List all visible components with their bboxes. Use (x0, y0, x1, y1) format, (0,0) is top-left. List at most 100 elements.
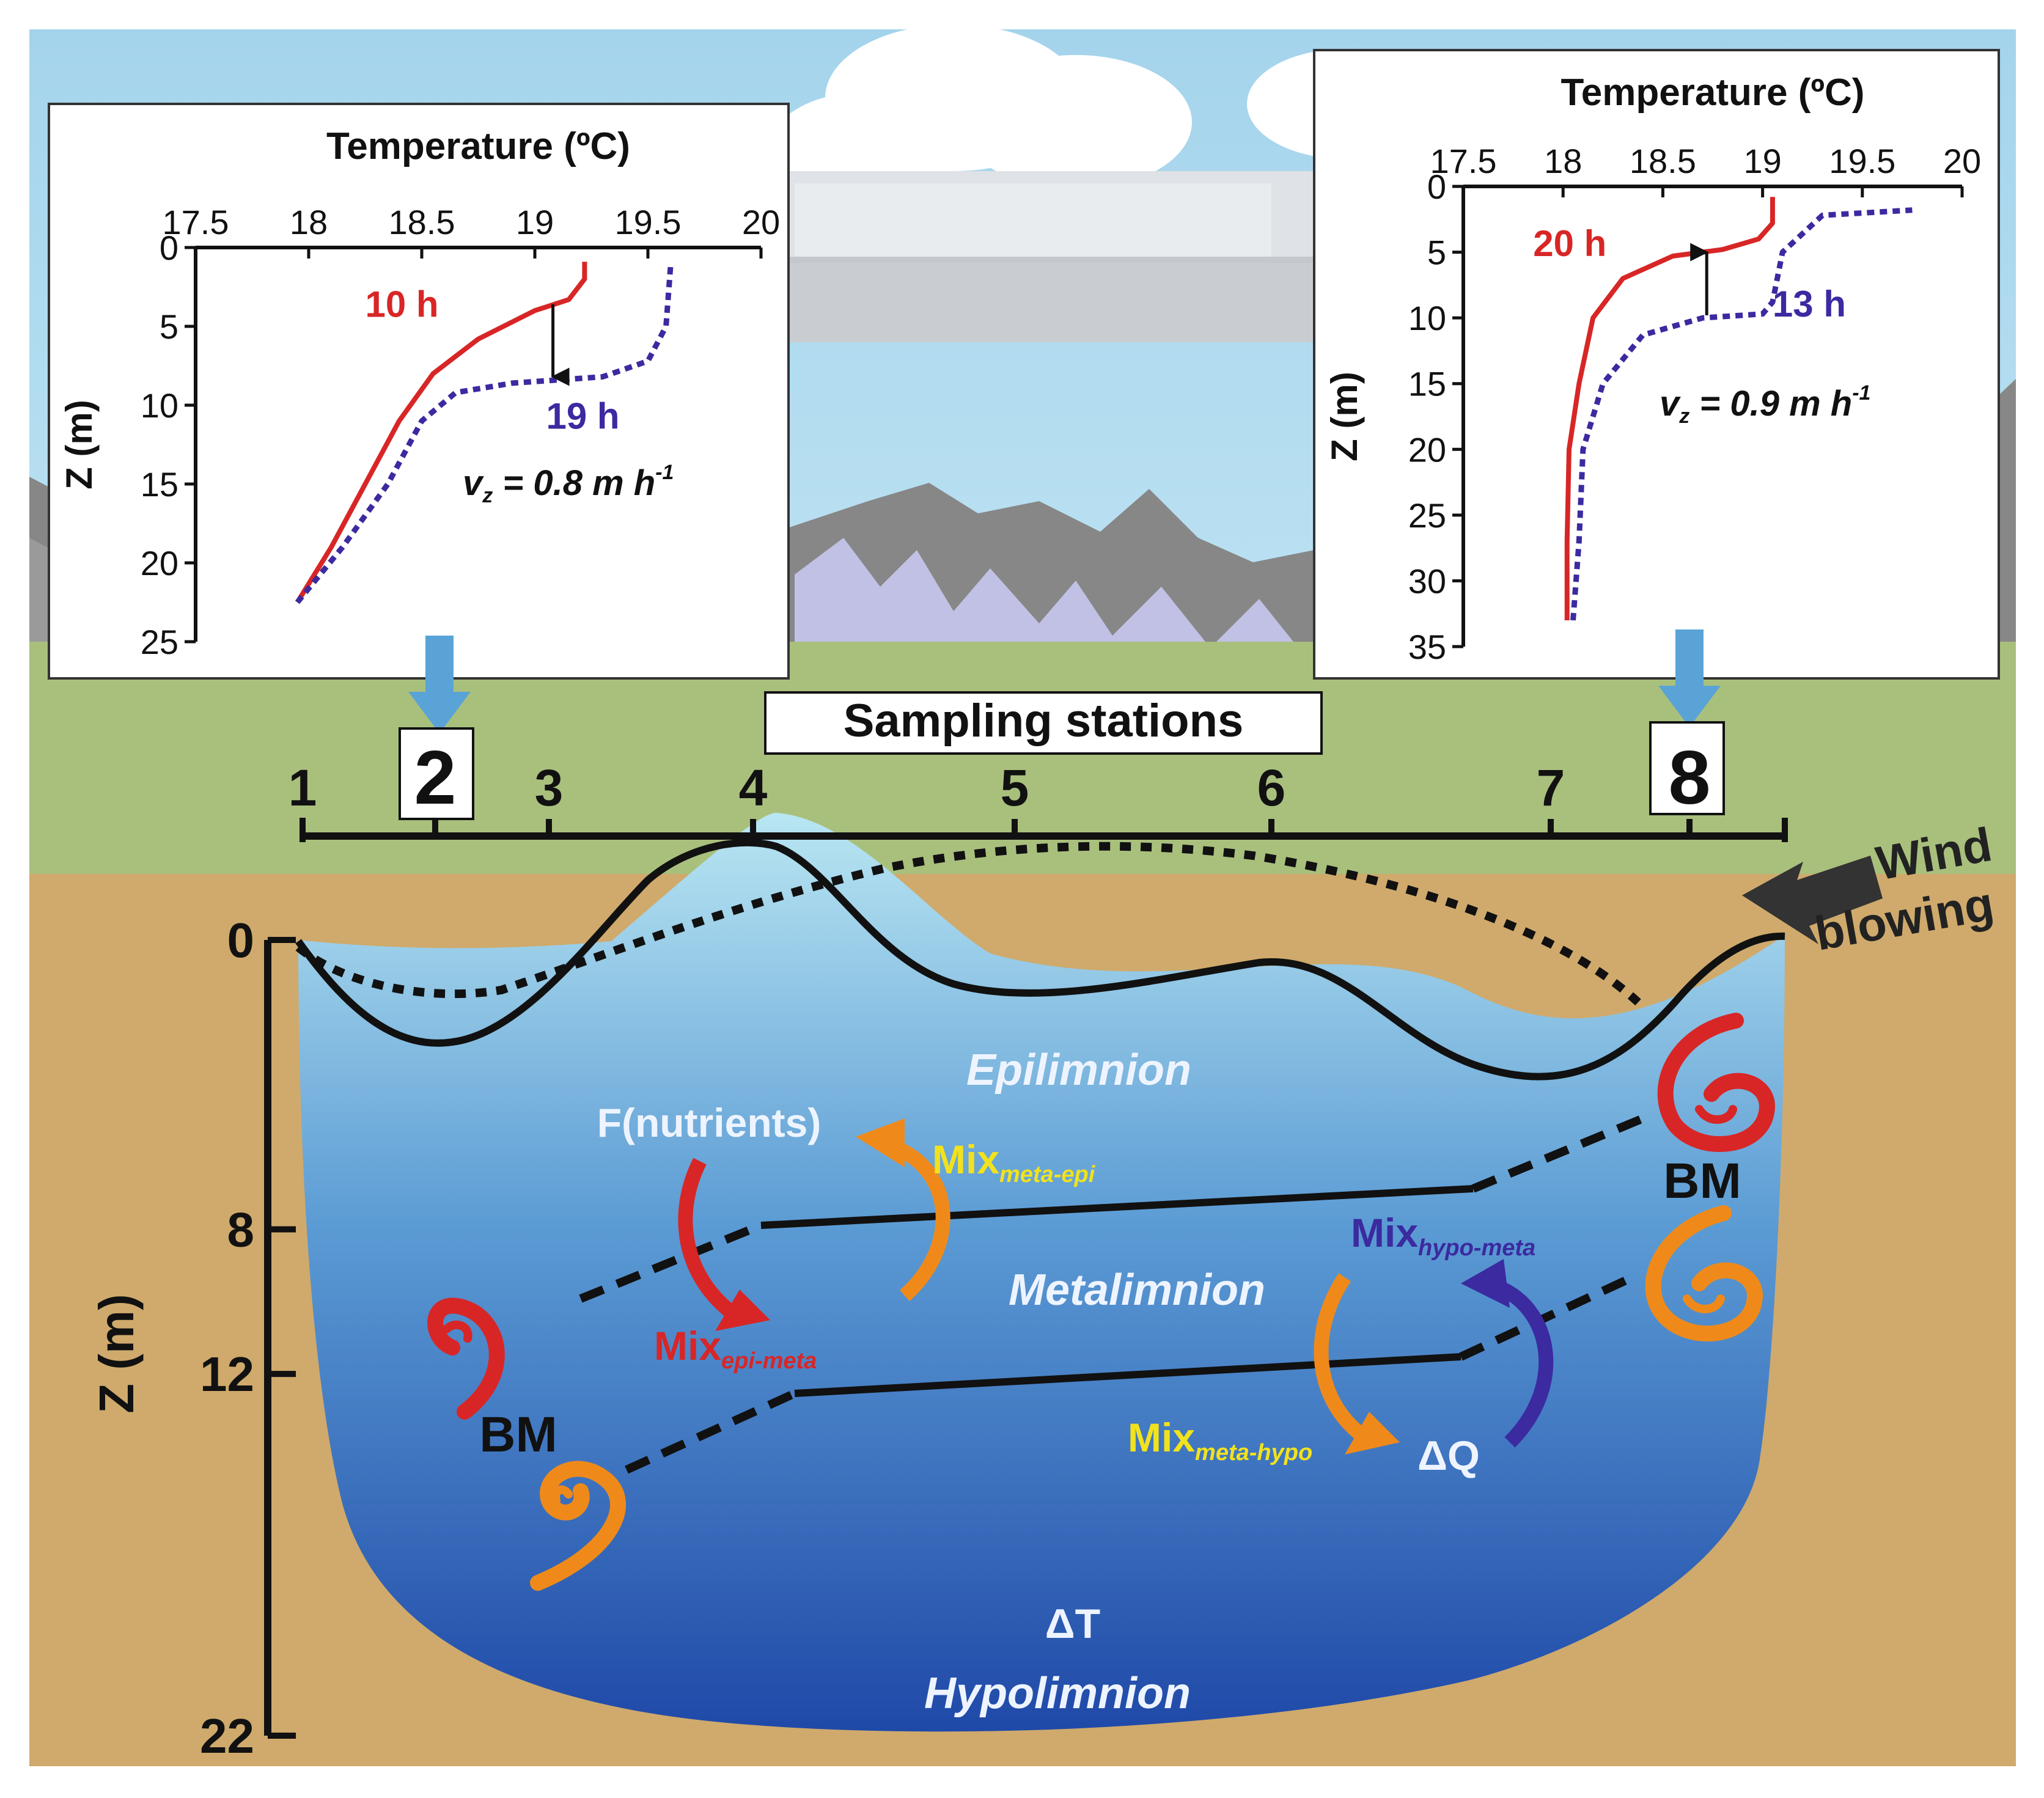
mix-hypo-meta-label: Mixhypo-meta (1351, 1210, 1535, 1261)
right_inset-x-tick-label: 17.5 (1430, 142, 1497, 180)
left_inset-y-tick-label: 10 (141, 386, 178, 425)
mix-hypo-meta-base: Mix (1351, 1210, 1418, 1255)
mix-meta-hypo-sub: meta-hypo (1195, 1440, 1312, 1466)
mix-epi-meta-label: Mixepi-meta (654, 1323, 817, 1374)
f-nutrients-label: F(nutrients) (597, 1100, 822, 1145)
left_inset-x-tick-label: 20 (742, 203, 780, 241)
left_inset-x-tick-label: 19 (516, 203, 554, 241)
left-temperature-profile: Temperature (ºC) 17.5 18 18.5 19 19.5 20 0 5 10 15… (48, 103, 790, 680)
station-number: 2 (414, 736, 457, 820)
left_inset-x-tick-label: 18.5 (389, 203, 455, 241)
left_inset-x-tick-label: 19.5 (615, 203, 682, 241)
mix-meta-epi-base: Mix (932, 1137, 999, 1182)
right_inset-vertical-speed: vz = 0.9 m h-1 (1660, 381, 1870, 428)
left_inset-vertical-speed: vz = 0.8 m h-1 (463, 461, 674, 507)
sampling-stations-box (764, 691, 1323, 755)
left_inset-y-tick-label: 25 (141, 623, 178, 661)
depth-axis-label: Z (m) (89, 1294, 144, 1414)
right_inset-y-tick-label: 20 (1408, 430, 1446, 469)
epilimnion-label: Epilimnion (966, 1046, 1191, 1095)
depth-tick-label: 12 (200, 1347, 254, 1401)
right_inset-y-tick-label: 0 (1427, 167, 1446, 206)
right_inset-speed-value: = 0.9 m h (1689, 384, 1852, 424)
mix-meta-hypo-base: Mix (1128, 1415, 1195, 1460)
right_inset-series-b-label: 13 h (1773, 284, 1846, 325)
metalimnion-label: Metalimnion (1009, 1266, 1265, 1315)
right_inset-x-tick-label: 18 (1544, 142, 1582, 180)
mix-epi-meta-base: Mix (654, 1323, 721, 1368)
depth-tick-label: 22 (200, 1709, 254, 1763)
right_inset-x-tick-label: 19 (1743, 142, 1781, 180)
right_inset-frame (1313, 49, 2000, 680)
station-number: 3 (535, 759, 564, 816)
left_inset-series-a-label: 10 h (366, 284, 439, 325)
mix-epi-meta-sub: epi-meta (721, 1348, 817, 1374)
bm-right-label: BM (1663, 1153, 1741, 1209)
swirl-red-right-icon (1657, 1013, 1775, 1152)
bm-left-label: BM (479, 1407, 557, 1462)
left_inset-x-tick-label: 18 (290, 203, 328, 241)
metalimnion-top-boundary (579, 1111, 1652, 1303)
right_inset-x-tick-label: 20 (1943, 142, 1981, 180)
right_inset-speed-exp: -1 (1852, 381, 1870, 405)
station-axis: 1 2 3 4 5 6 7 8 (289, 736, 1788, 842)
station-number: 1 (289, 759, 317, 816)
left_inset-title: Temperature (ºC) (326, 125, 630, 167)
station-8-down-arrow (1658, 629, 1721, 727)
right_inset-title: Temperature (ºC) (1561, 72, 1865, 114)
mix-meta-epi-label: Mixmeta-epi (932, 1137, 1096, 1187)
mix-hypo-meta-arrow-icon (1461, 1259, 1554, 1448)
right_inset-y-tick-label: 35 (1408, 628, 1446, 666)
right_inset-y-tick-label: 5 (1427, 233, 1446, 272)
left_inset-series-b-profile-line (295, 266, 674, 604)
right-temperature-profile: Temperature (ºC) 17.5 18 18.5 19 19.5 20 0 5 10 15… (1313, 49, 2000, 680)
water-surface-dashed (295, 842, 1641, 1006)
right_inset-speed-sub: z (1678, 405, 1689, 428)
left_inset-speed-exp: -1 (655, 461, 674, 484)
station-number: 7 (1537, 759, 1565, 816)
depth-tick-label: 0 (227, 913, 255, 967)
right_inset-series-a-label: 20 h (1533, 223, 1606, 264)
station-number: 5 (1001, 759, 1029, 816)
left_inset-y-tick-label: 20 (141, 544, 178, 582)
right_inset-series-a-profile-line (1564, 197, 1775, 620)
right_inset-y-tick-label: 10 (1408, 299, 1446, 337)
station-2-down-arrow (408, 636, 471, 733)
right_inset-y-tick-label: 30 (1408, 562, 1446, 600)
right_inset-speed-symbol: v (1660, 384, 1681, 424)
right_inset-x-tick-label: 19.5 (1829, 142, 1895, 180)
left_inset-y-tick-label: 0 (160, 229, 178, 267)
left_inset-series-a-profile-line (295, 262, 587, 604)
left_inset-y-label: Z (m) (59, 400, 100, 490)
mix-hypo-meta-sub: hypo-meta (1418, 1235, 1535, 1261)
station-number: 8 (1669, 736, 1711, 820)
left_inset-speed-sub: z (482, 484, 493, 507)
right_inset-y-tick-label: 25 (1408, 496, 1446, 535)
sampling-stations-label: Sampling stations (844, 695, 1244, 747)
water-surface-solid (295, 838, 1785, 1081)
lake-water (298, 813, 1785, 1732)
station-number: 4 (739, 759, 768, 816)
right_inset-series-b-profile-line (1570, 207, 1913, 621)
swirl-orange-right-icon (1645, 1205, 1763, 1341)
right_inset-y-tick-label: 15 (1408, 365, 1446, 403)
hypolimnion-label: Hypolimnion (924, 1669, 1191, 1718)
depth-tick-label: 8 (227, 1202, 255, 1257)
mix-meta-hypo-label: Mixmeta-hypo (1128, 1415, 1312, 1466)
depth-axis: 0 8 12 22 Z (m) (89, 913, 296, 1763)
metalimnion-bottom-boundary (625, 1276, 1628, 1474)
left_inset-y-tick-label: 15 (141, 465, 178, 504)
swirl-red-left-icon (427, 1297, 505, 1420)
delta-q-label: ΔQ (1417, 1433, 1480, 1479)
right_inset-x-tick-label: 18.5 (1630, 142, 1696, 180)
right_inset-y-label: Z (m) (1324, 372, 1365, 461)
station-8-box (1649, 721, 1725, 815)
station-number: 6 (1257, 759, 1286, 816)
mix-meta-epi-arrow-icon (856, 1118, 950, 1301)
left_inset-y-tick-label: 5 (160, 307, 178, 346)
mix-meta-hypo-arrow-icon (1314, 1273, 1400, 1455)
left_inset-x-tick-label: 17.5 (163, 203, 229, 241)
left_inset-speed-symbol: v (463, 463, 484, 503)
